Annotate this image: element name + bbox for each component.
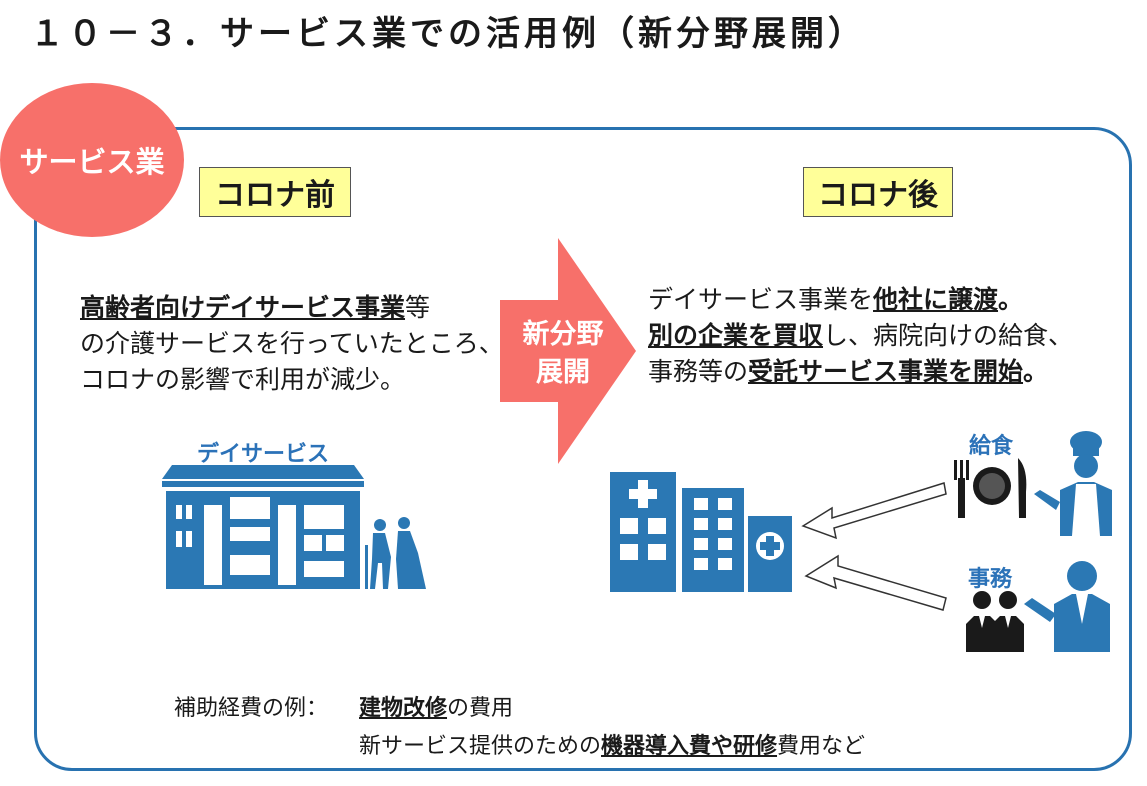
footer-line-1: 建物改修の費用 <box>359 690 513 722</box>
before-description: 高齢者向けデイサービス事業等 の介護サービスを行っていたところ、 コロナの影響で… <box>80 290 504 398</box>
office-staff-icon <box>966 561 1110 652</box>
footer-text-2c: 費用など <box>777 734 866 759</box>
transition-arrow-icon <box>500 238 636 464</box>
after-highlight-2: 別の企業を買収 <box>648 321 824 350</box>
page-title: １０－３．サービス業での活用例（新分野展開） <box>30 14 866 54</box>
before-text-1: 等 <box>405 293 431 322</box>
after-label: コロナ後 <box>803 167 953 217</box>
arrow-label-2: 展開 <box>536 357 590 388</box>
footer-text-1b: の費用 <box>447 696 514 721</box>
before-text-3: コロナの影響で利用が減少。 <box>80 365 406 394</box>
after-description: デイサービス事業を他社に譲渡。 別の企業を買収し、病院向けの給食、 事務等の受託… <box>648 282 1073 390</box>
catering-icon <box>954 431 1112 536</box>
after-highlight-3: 受託サービス事業を開始 <box>748 357 1024 386</box>
after-text-1a: デイサービス事業を <box>648 285 874 314</box>
footer-line-2: 新サービス提供のための機器導入費や研修費用など <box>359 728 865 760</box>
footer-highlight-2: 機器導入費や研修 <box>601 734 778 759</box>
after-text-3a: 事務等の <box>648 357 749 386</box>
dayservice-building-icon <box>162 465 426 589</box>
after-text-3c: 。 <box>1023 357 1049 386</box>
hospital-icon <box>610 472 792 592</box>
after-text-2b: し、病院向けの給食、 <box>823 321 1074 350</box>
jimu-title: 事務 <box>968 567 1013 592</box>
footer-text-2a: 新サービス提供のための <box>359 734 602 759</box>
arrow-label: 新分野 展開 <box>508 316 618 392</box>
dayservice-title: デイサービス <box>197 442 330 467</box>
footer-label: 補助経費の例： <box>174 696 329 721</box>
content-frame <box>34 127 1132 771</box>
footer-highlight-1: 建物改修 <box>359 696 448 721</box>
kyushoku-title: 給食 <box>969 434 1014 459</box>
before-text-2: の介護サービスを行っていたところ、 <box>80 329 504 358</box>
hollow-arrows-icon <box>801 482 947 611</box>
before-highlight: 高齢者向けデイサービス事業 <box>80 293 406 322</box>
after-highlight-1: 他社に譲渡 <box>873 285 999 314</box>
category-badge: サービス業 <box>0 83 184 237</box>
arrow-label-1: 新分野 <box>522 319 604 350</box>
before-label: コロナ前 <box>199 167 351 217</box>
after-text-1c: 。 <box>998 285 1024 314</box>
